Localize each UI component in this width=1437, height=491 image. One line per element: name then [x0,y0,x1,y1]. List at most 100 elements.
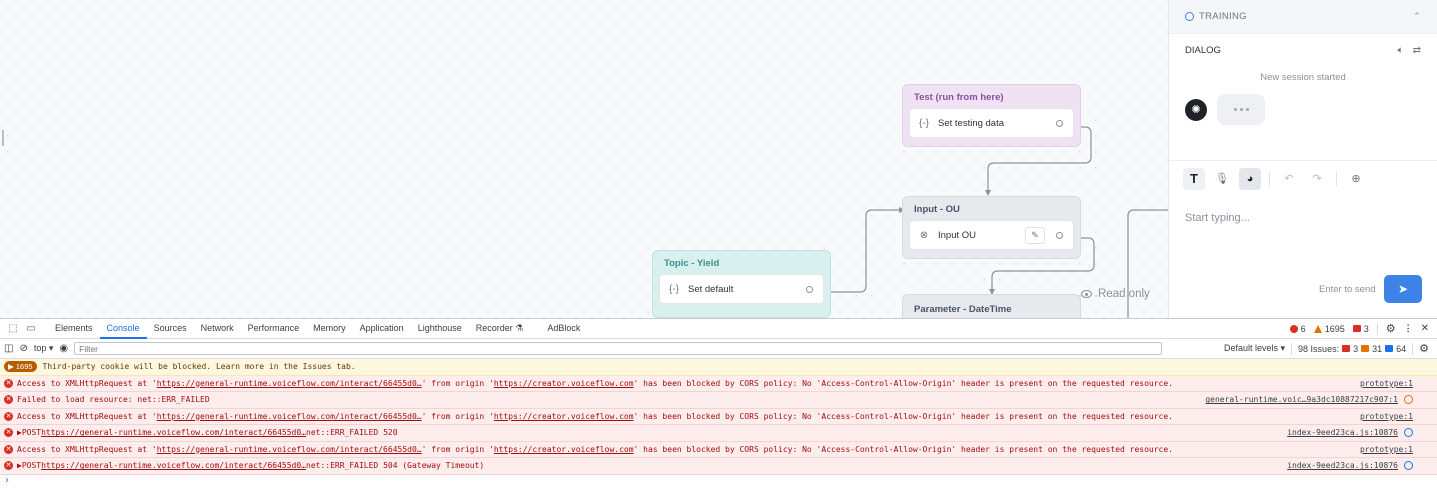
console-line[interactable]: ✕ ▶POST https://general-runtime.voiceflo… [0,425,1437,442]
console-line[interactable]: ✕ ▶POST https://general-runtime.voiceflo… [0,458,1437,475]
undo-icon[interactable]: ↶ [1284,173,1294,185]
source-link[interactable]: prototype:1 [1360,411,1413,421]
device-toolbar-icon[interactable]: ▭ [26,323,36,334]
dialog-label: DIALOG [1185,44,1221,56]
message-text: ' from origin ' [421,378,494,388]
issue-counter[interactable]: 3 [1352,324,1369,334]
send-icon: ➤ [1397,282,1409,296]
step-set-default[interactable]: {-} Set default [659,274,824,304]
tab-console[interactable]: Console [99,319,147,339]
block-parameter-datetime[interactable]: Parameter - DateTime [902,294,1081,318]
output-port[interactable] [806,286,813,293]
issue-icon [1352,325,1361,332]
tab-recorder[interactable]: Recorder ⚗ [469,319,531,339]
error-counter[interactable]: 6 [1289,324,1306,334]
request-link[interactable]: https://general-runtime.voiceflow.com/in… [156,378,422,388]
origin-link[interactable]: https://creator.voiceflow.com [493,444,634,454]
send-button[interactable]: ➤ [1384,275,1422,303]
console-prompt[interactable]: › [4,474,11,486]
devtools-panel: ⬚ ▭ Elements Console Sources Network Per… [0,318,1437,491]
expand-toggle[interactable]: ▶POST [17,428,42,438]
tab-application[interactable]: Application [359,322,404,333]
issues-button[interactable]: 98 Issues: 3 31 64 [1298,344,1406,354]
tab-elements[interactable]: Elements [55,322,93,333]
console-line[interactable]: ✕ Access to XMLHttpRequest at 'https://g… [0,441,1437,458]
tab-recorder-label: Recorder [475,322,513,333]
source-link[interactable]: prototype:1 [1360,378,1413,388]
step-input-ou[interactable]: ⊗ Input OU ✎ [909,220,1074,250]
tab-lighthouse[interactable]: Lighthouse [417,322,462,333]
tab-memory[interactable]: Memory [313,322,346,333]
message-input[interactable]: Start typing... [1185,212,1250,224]
clear-console-icon[interactable]: ⊘ [19,343,28,354]
filter-input[interactable] [74,342,1163,355]
text-mode-icon[interactable]: T [1183,167,1205,190]
log-levels-select[interactable]: Default levels ▾ [1223,343,1286,353]
console-line[interactable]: ▶ 1695 Third-party cookie will be blocke… [0,359,1437,376]
origin-link[interactable]: https://creator.voiceflow.com [493,411,634,421]
network-globe-icon[interactable] [1404,461,1413,471]
read-only-label: Read only [1098,288,1150,300]
source-link[interactable]: prototype:1 [1360,444,1413,454]
source-link[interactable]: index-9eed23ca.js:10876 [1287,428,1398,438]
settings-gear-icon[interactable]: ⚙ [1385,323,1396,335]
console-line[interactable]: ✕ Access to XMLHttpRequest at 'https://g… [0,375,1437,392]
request-link[interactable]: https://general-runtime.voiceflow.com/in… [156,444,422,454]
request-link[interactable]: https://general-runtime.voiceflow.com/in… [41,461,306,471]
tab-network[interactable]: Network [200,322,234,333]
console-line[interactable]: ✕ Failed to load resource: net::ERR_FAIL… [0,392,1437,409]
message-text: ' from origin ' [421,444,494,454]
download-icon[interactable]: ⊕ [1351,173,1361,185]
live-expression-eye-icon[interactable]: ◉ [59,343,69,354]
issue-info-icon [1385,345,1394,352]
training-header[interactable]: TRAINING ⌃ [1169,0,1437,34]
source-link[interactable]: index-9eed23ca.js:10876 [1287,461,1398,471]
console-settings-gear-icon[interactable]: ⚙ [1419,343,1429,355]
output-port[interactable] [1056,232,1063,239]
warning-counter[interactable]: 1695 [1313,324,1345,334]
variable-icon: {-} [918,117,929,129]
request-link[interactable]: https://general-runtime.voiceflow.com/in… [41,428,306,438]
network-globe-icon[interactable] [1404,395,1413,405]
source-link[interactable]: general-runtime.voic…9a3dc10887217c907:1 [1205,395,1398,405]
block-topic-yield[interactable]: Topic - Yield {-} Set default [652,250,831,318]
tab-adblock[interactable]: AdBlock [547,322,581,333]
sidebar-toggle-icon[interactable]: ◫ [4,343,14,354]
block-test[interactable]: Test (run from here) {-} Set testing dat… [902,84,1081,147]
canvas-drag-handle[interactable] [2,130,4,146]
step-set-testing-data[interactable]: {-} Set testing data [909,108,1074,138]
error-icon [1289,324,1298,333]
error-icon: ✕ [4,461,13,471]
block-title: Topic - Yield [664,258,720,269]
dialog-header: DIALOG 🔈︎ ⇄ [1169,34,1437,66]
debug-icon[interactable]: ◕ [1239,167,1261,190]
network-globe-icon[interactable] [1404,428,1413,438]
edit-pencil-icon[interactable]: ✎ [1025,227,1045,244]
flow-canvas[interactable]: Test (run from here) {-} Set testing dat… [0,0,1168,318]
expand-toggle[interactable]: ▶POST [17,461,42,471]
more-options-icon[interactable]: ⋮ [1403,323,1413,333]
message-text: ' has been blocked by CORS policy: No 'A… [633,378,1173,388]
output-port[interactable] [1056,120,1063,127]
request-link[interactable]: https://general-runtime.voiceflow.com/in… [156,411,422,421]
message-text: ' has been blocked by CORS policy: No 'A… [633,411,1173,421]
issues-red-count: 3 [1353,343,1359,354]
reset-icon[interactable]: ⇄ [1412,44,1421,56]
block-input-ou[interactable]: Input - OU ⊗ Input OU ✎ [902,196,1081,259]
console-line[interactable]: ✕ Access to XMLHttpRequest at 'https://g… [0,408,1437,425]
microphone-icon[interactable]: 🎙︎ [1215,173,1229,185]
tab-performance[interactable]: Performance [247,322,300,333]
origin-link[interactable]: https://creator.voiceflow.com [493,378,634,388]
tab-sources[interactable]: Sources [153,322,187,333]
error-icon: ✕ [4,444,13,454]
close-icon[interactable]: ✕ [1420,323,1429,334]
context-select[interactable]: top ▾ [33,343,54,353]
chevron-up-icon[interactable]: ⌃ [1413,11,1421,21]
redo-icon[interactable]: ↷ [1312,173,1322,185]
inspect-element-icon[interactable]: ⬚ [8,323,18,334]
connection-wires [824,126,1168,318]
speaker-icon[interactable]: 🔈︎ [1397,44,1404,56]
read-only-indicator: Read only [1081,288,1150,300]
message-text: net::ERR_FAILED 520 [306,428,398,438]
issues-blue-count: 64 [1396,343,1407,354]
